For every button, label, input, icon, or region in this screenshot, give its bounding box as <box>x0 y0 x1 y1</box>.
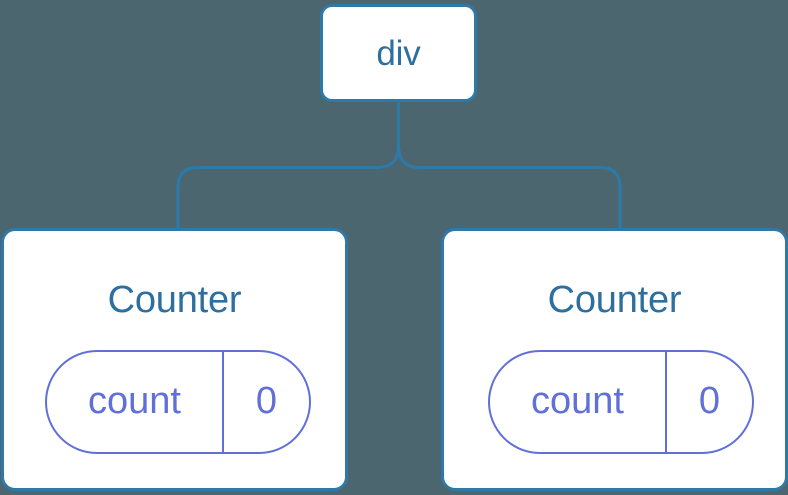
connector-branch-right <box>397 145 622 228</box>
state-key-count: count <box>47 352 224 452</box>
node-counter-1-label: Counter <box>107 279 242 321</box>
node-div[interactable]: div <box>320 4 477 102</box>
node-counter-1[interactable]: Counter count 0 <box>1 228 348 491</box>
state-pill-counter-1[interactable]: count 0 <box>45 350 311 454</box>
node-counter-2-label: Counter <box>547 279 682 321</box>
state-value-count: 0 <box>698 380 721 422</box>
node-counter-2[interactable]: Counter count 0 <box>441 228 788 491</box>
node-div-label: div <box>376 33 421 73</box>
state-pill-counter-2[interactable]: count 0 <box>488 350 754 454</box>
connector-branch-left <box>176 145 400 228</box>
state-value-count: 0 <box>255 380 278 422</box>
state-key-count: count <box>490 352 667 452</box>
